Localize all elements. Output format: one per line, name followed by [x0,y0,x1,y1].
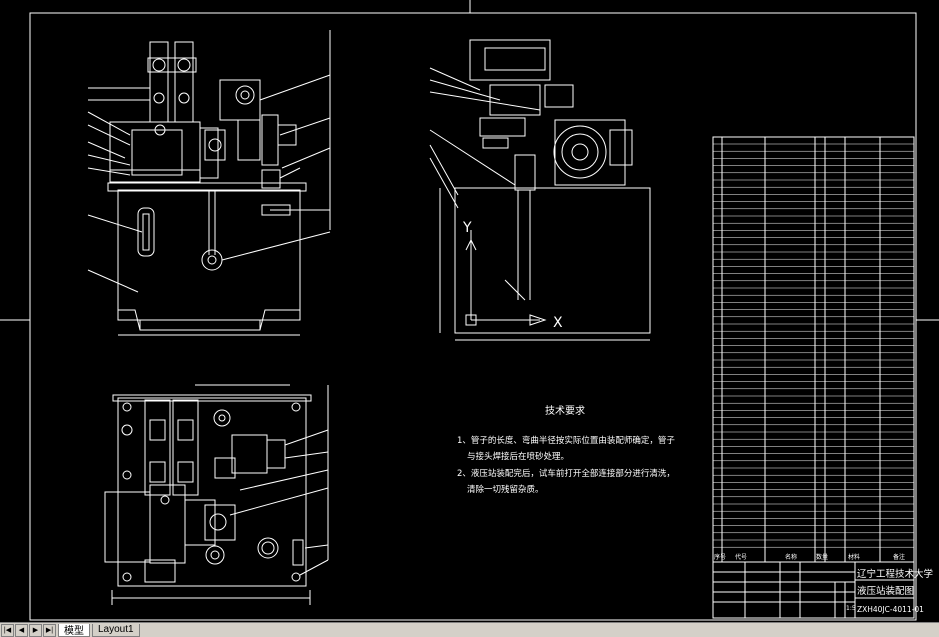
tab-model-label: 模型 [64,626,84,637]
bom-header-qty: 数量 [816,553,828,561]
first-icon: |◀ [3,627,12,634]
bom-table [712,136,915,563]
tech-req-line2: 与接头焊接后在喷砂处理。 [467,451,569,462]
next-icon: ▶ [32,627,39,634]
title-block [712,561,915,619]
title-drawing-name: 液压站装配图 [857,585,914,597]
last-icon: ▶| [45,627,54,634]
bom-header-no: 序号 [714,553,726,561]
axis-y-label: Y [462,220,472,236]
bom-header-code: 代号 [735,553,747,561]
bom-header-name: 名称 [785,553,797,561]
first-tab-button[interactable]: |◀ [1,623,14,637]
title-drawing-no: ZXH40JC-4011-01 [857,605,924,614]
layout-tab-bar: |◀ ◀ ▶ ▶| 模型 Layout1 [0,622,939,637]
prev-tab-button[interactable]: ◀ [15,623,28,637]
tech-req-line4: 清除一切残留杂质。 [467,484,544,495]
last-tab-button[interactable]: ▶| [43,623,56,637]
side-view [429,39,651,341]
tab-layout1-label: Layout1 [98,624,134,635]
prev-icon: ◀ [18,627,25,634]
bom-rows [713,143,914,548]
title-school: 辽宁工程技术大学 [857,568,933,580]
drawing-canvas[interactable]: 技术要求 1、管子的长度、弯曲半径按实际位置由装配师确定，管子 与接头焊接后在喷… [0,0,939,622]
tech-req-line1: 1、管子的长度、弯曲半径按实际位置由装配师确定，管子 [457,435,675,446]
tab-layout1[interactable]: Layout1 [92,623,140,637]
bom-header-material: 材料 [848,553,860,561]
axis-x-label: X [553,315,563,331]
next-tab-button[interactable]: ▶ [29,623,42,637]
tech-req-title: 技术要求 [545,404,585,417]
title-scale: 1:5 [846,605,856,612]
top-view [104,384,329,605]
bom-header-note: 备注 [893,553,905,561]
cad-drawing: 技术要求 1、管子的长度、弯曲半径按实际位置由装配师确定，管子 与接头焊接后在喷… [0,0,939,621]
tab-model[interactable]: 模型 [58,623,90,637]
drawing-border [29,12,917,621]
front-view [87,30,331,336]
tech-req-line3: 2、液压站装配完后，试车前打开全部连接部分进行清洗， [457,468,675,479]
